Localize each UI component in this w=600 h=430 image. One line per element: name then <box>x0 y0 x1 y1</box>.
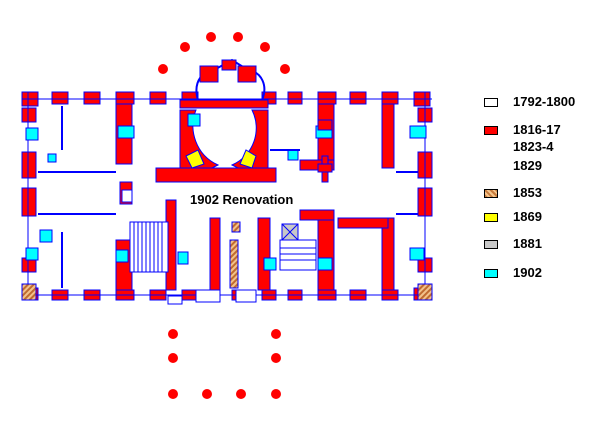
legend-label: 1816-17 <box>513 122 561 137</box>
legend-item-1869: 1869 <box>484 209 542 225</box>
legend-label: 1792-1800 <box>513 94 576 109</box>
legend-item-1902: 1902 <box>484 265 542 281</box>
south-colonnade <box>168 329 281 399</box>
legend-swatch <box>484 97 498 107</box>
legend-label: 1902 <box>513 265 542 280</box>
legend-swatch <box>484 125 498 135</box>
staircase-west <box>129 221 169 273</box>
fireplaces-1902 <box>25 113 427 271</box>
legend-swatch <box>484 268 498 278</box>
renovation-label: 1902 Renovation <box>190 192 293 207</box>
north-entrance <box>167 289 257 305</box>
south-portico <box>179 58 269 173</box>
legend-item-1881: 1881 <box>484 236 542 252</box>
legend-extra-1823: 1823-4 <box>513 139 554 154</box>
partition-lines <box>38 106 418 288</box>
legend-item-1816: 1816-17 <box>484 122 561 138</box>
elements-1853 <box>21 221 433 301</box>
legend-swatch <box>484 212 498 222</box>
staircase-east <box>279 223 317 271</box>
north-colonnade <box>158 32 290 74</box>
legend-label: 1881 <box>513 236 542 251</box>
legend-extra-1829: 1829 <box>513 158 542 173</box>
legend-item-1792: 1792-1800 <box>484 94 575 110</box>
legend-label: 1853 <box>513 185 542 200</box>
hall-columns <box>317 119 333 183</box>
legend-swatch <box>484 239 498 249</box>
corridor-column <box>121 189 133 203</box>
legend-swatch <box>484 188 498 198</box>
legend-label: 1869 <box>513 209 542 224</box>
legend-item-1853: 1853 <box>484 185 542 201</box>
